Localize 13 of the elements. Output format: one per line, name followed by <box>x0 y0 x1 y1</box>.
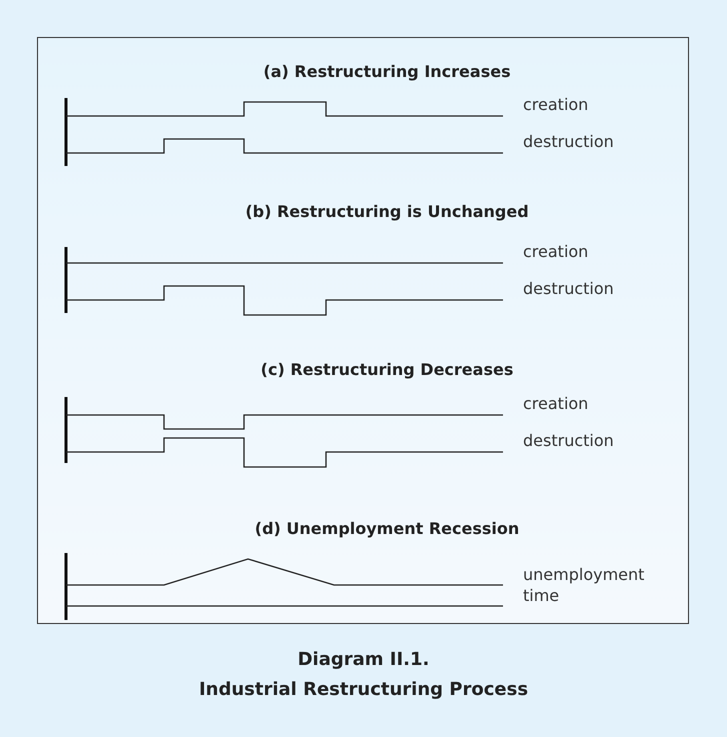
series-label: destruction <box>523 132 614 152</box>
series-label: creation <box>523 95 588 115</box>
panel-heading: (d) Unemployment Recession <box>254 519 520 539</box>
series-label: time <box>523 586 560 606</box>
series-label: unemployment <box>523 565 644 585</box>
series-label: creation <box>523 394 588 414</box>
panel-heading: (a) Restructuring Increases <box>263 62 511 82</box>
panel-heading: (b) Restructuring is Unchanged <box>245 202 529 222</box>
panel-heading: (c) Restructuring Decreases <box>260 360 514 380</box>
series-label: destruction <box>523 279 614 299</box>
series-label: creation <box>523 242 588 262</box>
caption: Diagram II.1. Industrial Restructuring Process <box>198 648 530 702</box>
series-label: destruction <box>523 431 614 451</box>
